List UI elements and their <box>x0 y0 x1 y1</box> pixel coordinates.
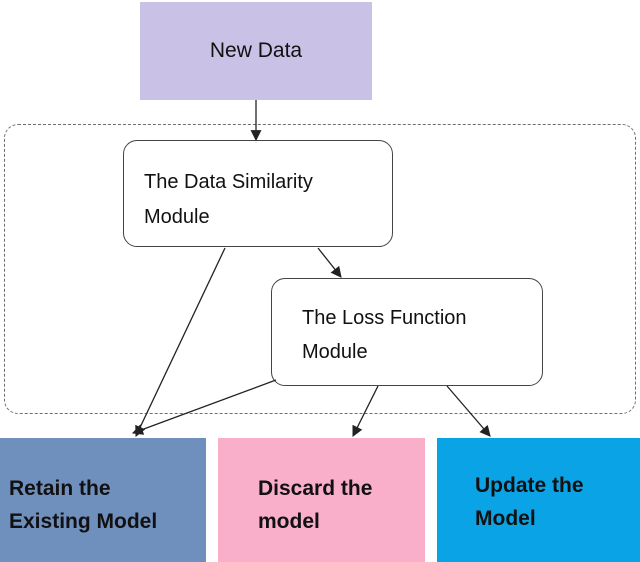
node-data-similarity-line1: The Data Similarity <box>144 171 313 193</box>
node-discard-line1: Discard the <box>258 477 373 500</box>
node-loss-function-line1: The Loss Function <box>302 307 467 329</box>
node-loss-function-line2: Module <box>302 341 368 363</box>
node-discard-line2: model <box>258 510 320 533</box>
node-update-line2: Model <box>475 507 536 530</box>
node-loss-function-module: The Loss Function Module <box>271 278 543 386</box>
edge-loss-to-update <box>446 385 491 437</box>
node-new-data-label: New Data <box>209 39 303 62</box>
node-update-model: Update the Model <box>437 438 640 562</box>
node-update-line1: Update the <box>475 474 584 497</box>
node-retain-existing-model: Retain the Existing Model <box>0 438 206 562</box>
node-discard-model: Discard the model <box>218 438 425 562</box>
edge-similarity-to-retain <box>135 247 226 437</box>
node-data-similarity-line2: Module <box>144 206 210 228</box>
node-retain-line2: Existing Model <box>9 510 158 533</box>
node-new-data: New Data <box>140 2 372 100</box>
edge-loss-to-discard <box>352 385 379 437</box>
node-retain-line1: Retain the <box>9 477 111 500</box>
module-group-boundary <box>4 124 636 414</box>
edge-similarity-to-loss <box>317 247 342 278</box>
node-data-similarity-module: The Data Similarity Module <box>123 140 393 247</box>
edge-loss-to-retain <box>131 379 277 435</box>
